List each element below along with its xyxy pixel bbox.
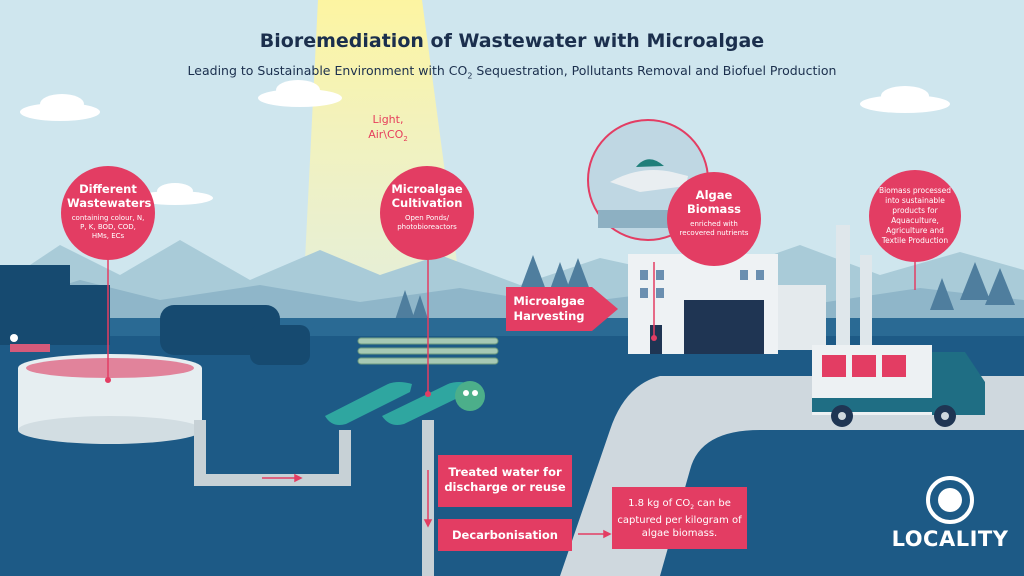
light-label: Light, Air\CO2 (358, 112, 418, 147)
bubble-cultivation-title: Microalgae Cultivation (391, 182, 463, 210)
road (560, 376, 1024, 576)
open-ponds (325, 381, 485, 425)
bubble-biomass: Algae Biomass enriched with recovered nu… (667, 172, 761, 266)
delivery-truck (812, 345, 985, 427)
factory-building (628, 225, 872, 354)
light-label-line2: Air\CO2 (358, 127, 418, 147)
page-title: Bioremediation of Wastewater with Microa… (259, 30, 765, 52)
pine-trees (395, 255, 1015, 325)
locality-logo-icon (926, 476, 974, 524)
harvesting-arrowhead (592, 287, 618, 331)
bubble-cultivation: Microalgae Cultivation Open Ponds/ photo… (380, 166, 474, 260)
treated-water-box: Treated water for discharge or reuse (438, 455, 572, 507)
co2-fact-text: 1.8 kg of CO (628, 498, 691, 509)
bubble-cultivation-desc: Open Ponds/ photobioreactors (397, 214, 457, 231)
subtitle-text-end: Sequestration, Pollutants Removal and Bi… (472, 63, 837, 78)
bubble-wastewaters: Different Wastewaters containing colour,… (61, 166, 155, 260)
co2-fact-subscript: 2 (690, 504, 695, 511)
bubble-products-desc: Biomass processed into sustainable produ… (878, 186, 952, 245)
cloud-icon (20, 80, 950, 205)
subtitle-text: Leading to Sustainable Environment with … (187, 63, 468, 78)
co2-fact-text-end: can be captured per kilogram of algae bi… (617, 498, 742, 539)
light-label-line1: Light, (372, 113, 404, 126)
light-label-subscript: 2 (403, 135, 408, 144)
co2-fact-box: 1.8 kg of CO2 can be captured per kilogr… (612, 487, 747, 549)
bubble-wastewaters-desc: containing colour, N, P, K, BOD, COD, HM… (71, 214, 145, 240)
subtitle-subscript: 2 (467, 71, 473, 81)
brand-logo: LOCALITY (891, 527, 1009, 551)
storage-tanks (0, 265, 310, 365)
bubble-biomass-title: Algae Biomass (686, 188, 742, 216)
light-label-co: Air\CO (368, 128, 404, 141)
harvesting-label: Microalgae Harvesting (506, 287, 592, 331)
bubble-wastewaters-title: Different Wastewaters (67, 182, 152, 210)
bubble-products: Biomass processed into sustainable produ… (869, 170, 961, 262)
bubble-biomass-desc: enriched with recovered nutrients (679, 220, 749, 237)
page-subtitle: Leading to Sustainable Environment with … (0, 63, 1024, 81)
decarbonisation-box: Decarbonisation (438, 519, 572, 551)
